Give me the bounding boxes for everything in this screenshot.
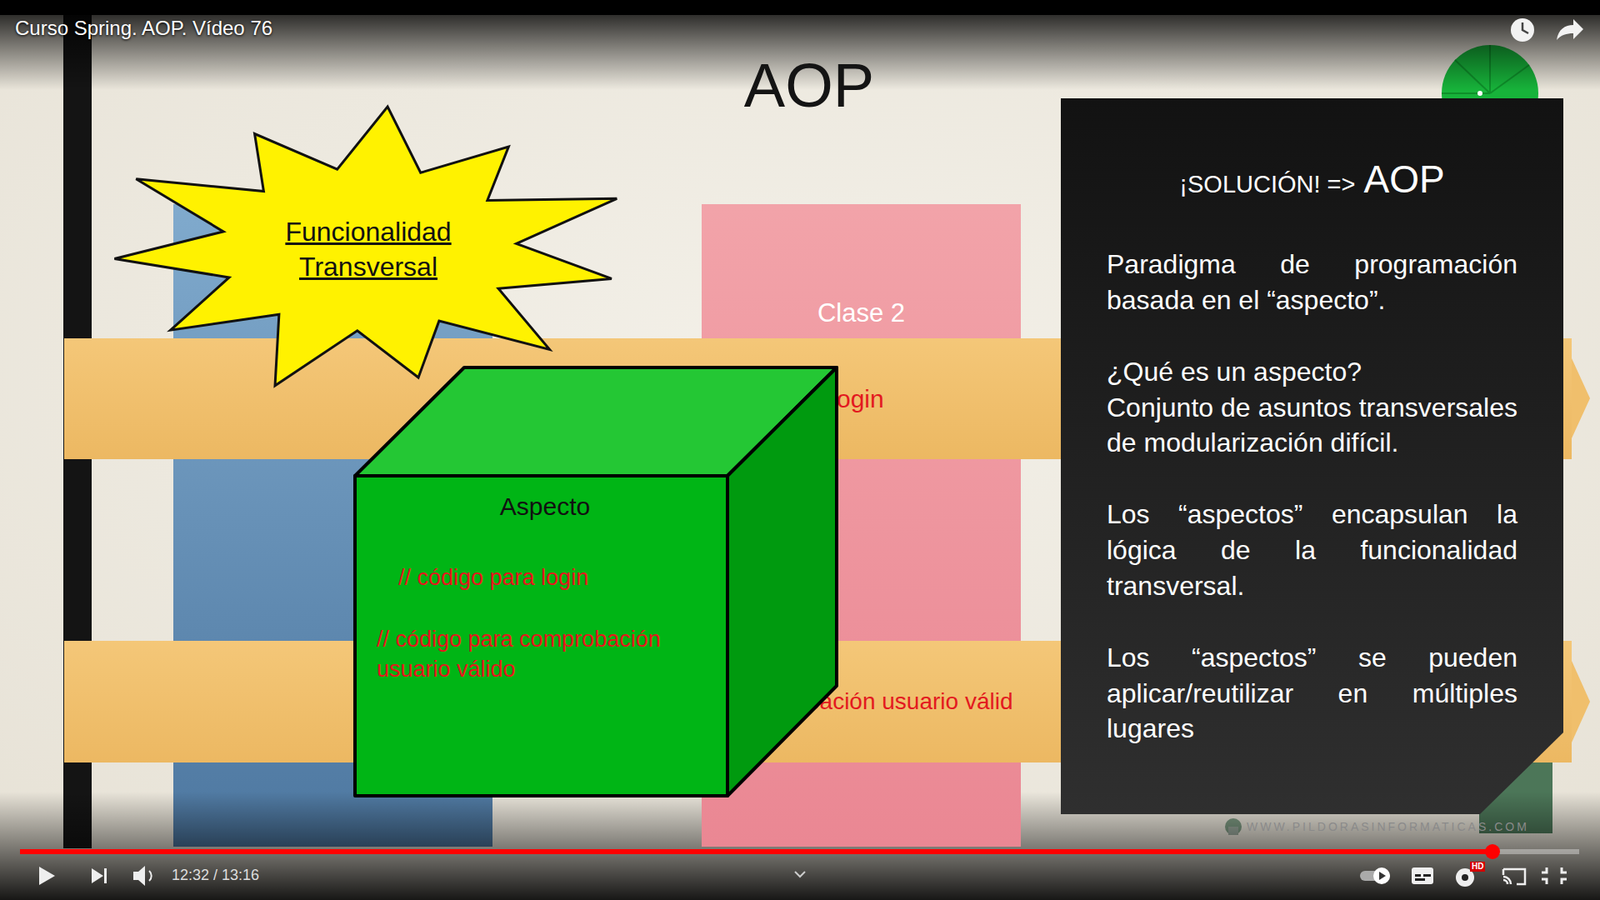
- cube-front: [355, 475, 728, 796]
- exit-fullscreen-icon: [1541, 867, 1567, 885]
- panel-paragraph: Los “aspectos” se pueden aplicar/reutili…: [1106, 640, 1518, 748]
- captions-icon: [1411, 867, 1434, 885]
- solution-panel: ¡SOLUCIÓN! => AOP Paradigma de programació…: [1060, 98, 1564, 815]
- share-icon: [1556, 19, 1584, 40]
- panel-paragraph: Paradigma de programación basada en el “…: [1106, 246, 1518, 319]
- panel-body: Paradigma de programación basada en el “…: [1106, 246, 1518, 747]
- panel-heading: ¡SOLUCIÓN! => AOP: [1060, 156, 1564, 202]
- callout-text: Funcionalidad Transversal: [268, 214, 469, 285]
- hd-badge: HD: [1470, 861, 1485, 872]
- heading-text: ¡SOLUCIÓN! =>: [1179, 170, 1355, 199]
- watch-later-icon: [1510, 18, 1535, 42]
- cube-side: [727, 367, 837, 796]
- panel-paragraph: ¿Qué es un aspecto?: [1106, 354, 1518, 390]
- panel-paragraph: Conjunto de asuntos transversales de mod…: [1106, 390, 1518, 462]
- captions-icon: [1415, 878, 1425, 881]
- progress-handle: [1485, 844, 1500, 860]
- volume-icon: [133, 865, 145, 886]
- volume-icon: [149, 870, 152, 881]
- concern-text: ogin: [836, 385, 885, 414]
- captions-icon: [1423, 874, 1431, 877]
- captions-icon: [1415, 874, 1421, 877]
- autoplay-toggle: [1373, 867, 1390, 885]
- band-arrow-tip: [1571, 660, 1590, 743]
- next-icon: [104, 868, 107, 884]
- aspect-cube: Aspecto // código para login // código par…: [353, 365, 839, 798]
- watermark: WWW.PILDORASINFORMATICAS.COM: [1246, 820, 1530, 834]
- cast-icon: [1503, 869, 1525, 885]
- aspect-heading: Aspecto: [376, 490, 714, 523]
- starburst-callout: Funcionalidad Transversal: [98, 98, 639, 400]
- progress-played: [20, 849, 1493, 855]
- play-icon: [39, 866, 55, 885]
- time-display: 12:32 / 13:16: [171, 866, 260, 885]
- autoplay-toggle: [1379, 871, 1386, 880]
- code-comment: // código para comprobación usuario váli…: [376, 624, 714, 685]
- next-icon: [91, 868, 104, 884]
- heading-keyword: AOP: [1363, 156, 1445, 202]
- slide-ground: [0, 15, 1600, 900]
- video-title: Curso Spring. AOP. Vídeo 76: [15, 16, 273, 40]
- class-name: Clase 2: [701, 204, 1021, 330]
- settings-icon: [1461, 874, 1469, 881]
- starburst-outline: [98, 98, 639, 400]
- band-arrow-tip: [1571, 358, 1590, 439]
- watch-later-icon: [1522, 22, 1529, 34]
- progress-track: [20, 849, 1580, 855]
- chevron-icon: [795, 871, 805, 877]
- panel-paragraph: Los “aspectos” encapsulan la lógica de l…: [1106, 496, 1518, 605]
- code-comment: // código para login: [376, 562, 714, 593]
- logo-dot: [1477, 90, 1483, 96]
- concern-text: bación usuario válid: [806, 688, 1014, 715]
